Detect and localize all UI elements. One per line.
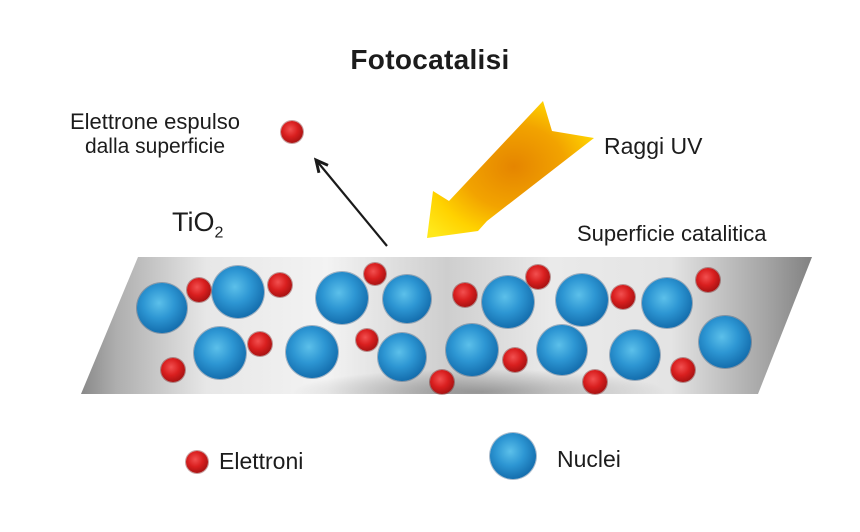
nucleus-sphere xyxy=(286,326,338,378)
tio2-label-subscript: 2 xyxy=(214,224,224,242)
legend-nucleus-icon xyxy=(490,433,536,479)
electron-sphere xyxy=(430,370,454,394)
page-title: Fotocatalisi xyxy=(350,44,510,75)
electron-sphere xyxy=(696,268,720,292)
electron-sphere xyxy=(583,370,607,394)
legend-electron-icon xyxy=(186,451,208,473)
ejected-electron-label-line2: dalla superficie xyxy=(84,135,226,158)
electron-sphere xyxy=(161,358,185,382)
ejected-electron-label-line1: Elettrone espulso xyxy=(70,109,240,134)
electron-sphere xyxy=(453,283,477,307)
electron-sphere xyxy=(526,265,550,289)
electron-sphere xyxy=(187,278,211,302)
nucleus-sphere xyxy=(482,276,534,328)
nucleus-sphere xyxy=(383,275,431,323)
electron-sphere xyxy=(503,348,527,372)
electron-sphere xyxy=(248,332,272,356)
nucleus-sphere xyxy=(316,272,368,324)
legend-electron-label: Elettroni xyxy=(219,448,304,474)
ejected-electron-label: Elettrone espulso dalla superficie xyxy=(30,109,280,159)
nucleus-sphere xyxy=(137,283,187,333)
nucleus-sphere xyxy=(556,274,608,326)
electron-sphere xyxy=(356,329,378,351)
tio2-label: TiO2 xyxy=(172,207,224,242)
nucleus-sphere xyxy=(537,325,587,375)
electron-sphere xyxy=(268,273,292,297)
catalytic-surface-label: Superficie catalitica xyxy=(577,221,767,246)
nucleus-sphere xyxy=(446,324,498,376)
nucleus-sphere xyxy=(212,266,264,318)
nucleus-sphere xyxy=(642,278,692,328)
uv-rays-label: Raggi UV xyxy=(604,133,703,159)
nucleus-sphere xyxy=(610,330,660,380)
electron-sphere xyxy=(364,263,386,285)
legend-nucleus-label: Nuclei xyxy=(557,446,621,472)
nucleus-sphere xyxy=(194,327,246,379)
nucleus-sphere xyxy=(699,316,751,368)
electron-sphere xyxy=(671,358,695,382)
tio2-label-text: TiO xyxy=(172,207,215,237)
nucleus-sphere xyxy=(378,333,426,381)
electron-sphere xyxy=(611,285,635,309)
ejected-electron-sphere xyxy=(281,121,303,143)
